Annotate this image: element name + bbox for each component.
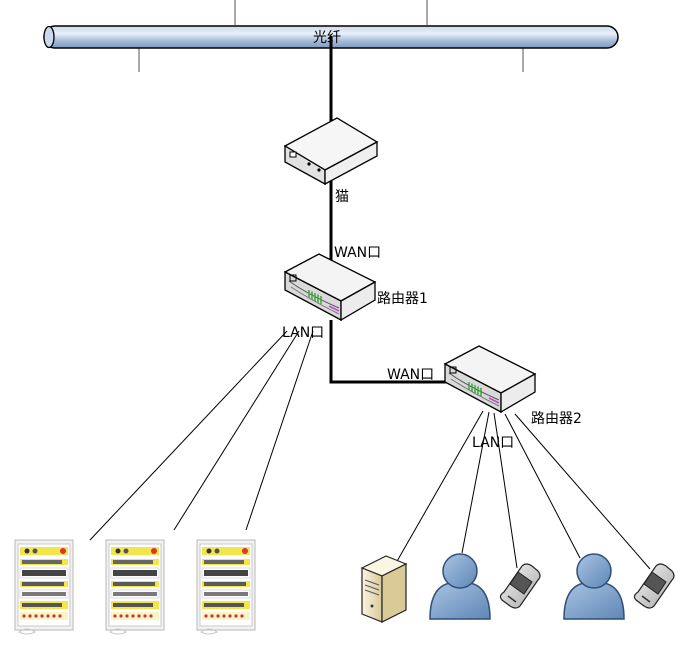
lan-link xyxy=(514,413,651,570)
router2-wan-label: WAN口 xyxy=(387,367,434,383)
user-icon xyxy=(563,553,625,620)
router1-label: 路由器1 xyxy=(377,291,428,307)
router1-wan-label: WAN口 xyxy=(334,245,381,261)
fiber-label: 光纤 xyxy=(313,30,341,46)
control-cabinet-icon xyxy=(14,539,74,635)
mobile-phone-icon xyxy=(499,563,541,609)
router1-icon xyxy=(284,253,376,321)
lan-link xyxy=(493,412,518,569)
lan-link xyxy=(245,330,314,531)
control-cabinet-icon xyxy=(196,539,256,635)
lan-link xyxy=(395,410,484,564)
router1-lan-label: LAN口 xyxy=(282,325,324,341)
router2-lan-label: LAN口 xyxy=(472,435,514,451)
control-cabinet-icon xyxy=(105,539,165,635)
trunk-links xyxy=(329,36,448,384)
lan-link xyxy=(461,411,490,554)
user-icon xyxy=(429,553,491,620)
router2-label: 路由器2 xyxy=(531,411,582,427)
lan-link xyxy=(173,330,300,531)
lan-link xyxy=(89,330,288,541)
modem-label: 猫 xyxy=(335,189,349,205)
router1-lan-links xyxy=(89,330,314,541)
router2-lan-links xyxy=(395,410,651,570)
lan-link xyxy=(504,413,581,559)
router1-to-router2-link xyxy=(329,320,448,384)
modem-icon xyxy=(283,117,379,186)
mobile-phone-icon xyxy=(633,563,675,609)
server-icon xyxy=(360,555,408,623)
fiber-taps xyxy=(138,0,524,72)
router2-icon xyxy=(444,345,536,413)
